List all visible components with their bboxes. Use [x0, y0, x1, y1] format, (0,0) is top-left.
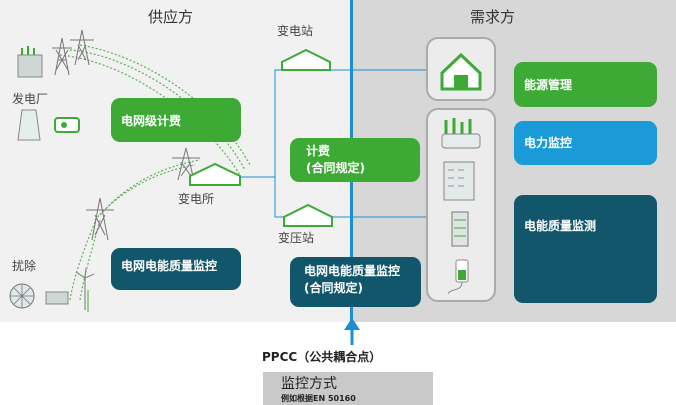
grid-quality-monitor-box: 电网电能质量监控 — [111, 248, 241, 290]
monitoring-method-title: 监控方式 — [281, 376, 337, 392]
power-plant-label: 发电厂 — [12, 92, 49, 106]
ppcc-arrow — [344, 318, 360, 345]
energy-management-box: 能源管理 — [514, 62, 657, 107]
battery-charging-icon — [447, 259, 469, 295]
grid-billing-box: 电网级计费 — [111, 98, 241, 142]
power-monitoring-label: 电力监控 — [524, 136, 573, 150]
grid-quality-contract-box: 电网电能质量监控 (合同规定) — [290, 257, 421, 307]
power-plant-icons — [17, 46, 80, 141]
tower-icon-2 — [70, 29, 94, 66]
tower-icon-3 — [172, 147, 200, 181]
substation-top-label: 变电站 — [277, 24, 314, 38]
energy-management-label: 能源管理 — [524, 78, 573, 92]
industrial-plant-icon — [441, 118, 481, 149]
power-quality-monitoring-label: 电能质量监测 — [524, 219, 597, 233]
grid-quality-contract-label: 电网电能质量监控 — [304, 264, 401, 278]
disturbance-label: 扰除 — [12, 259, 37, 273]
facility-panel — [426, 108, 496, 302]
grid-quality-monitor-label: 电网电能质量监控 — [121, 259, 218, 273]
supply-side-title: 供应方 — [148, 8, 194, 26]
substation-house-icons — [189, 48, 333, 227]
grid-quality-contract-sublabel: (合同规定) — [304, 281, 363, 295]
wind-turbine-icon — [75, 267, 95, 310]
tower-icon-1 — [52, 37, 72, 76]
ppcc-label: PPCC（公共耦合点） — [262, 350, 382, 364]
cooling-tower-icon — [17, 109, 41, 141]
distributed-generation-icons — [9, 267, 95, 312]
server-rack-icon — [451, 211, 469, 247]
power-quality-monitoring-box: 电能质量监测 — [514, 195, 657, 303]
solar-panel-icon — [45, 291, 69, 305]
connector-lines — [240, 69, 430, 218]
metering-contract-label: (合同规定) — [306, 161, 365, 175]
power-lines — [59, 44, 251, 301]
substation-mid-label: 变电所 — [178, 192, 215, 206]
metering-label: 计费 — [306, 144, 331, 158]
substation-bottom-label: 变压站 — [278, 231, 315, 245]
monitoring-method-subtitle: 例如根据EN 50160 — [281, 394, 356, 403]
home-icon — [440, 52, 482, 91]
tower-icon-4 — [86, 197, 114, 241]
monitoring-method-panel: 监控方式 例如根据EN 50160 — [263, 372, 433, 405]
building-panel — [426, 37, 496, 101]
factory-chimney-icon — [21, 46, 35, 55]
substation-top-house-icon — [281, 48, 331, 71]
substation-mid-house-icon — [189, 162, 241, 186]
substation-bottom-house-icon — [283, 203, 333, 227]
tower-icons — [52, 29, 200, 241]
factory-icon — [17, 54, 43, 78]
grid-billing-label: 电网级计费 — [121, 114, 182, 128]
power-monitoring-box: 电力监控 — [514, 121, 657, 165]
demand-side-title: 需求方 — [470, 8, 516, 26]
metering-contract-box: 计费 (合同规定) — [290, 138, 420, 182]
office-building-icon — [443, 161, 475, 201]
